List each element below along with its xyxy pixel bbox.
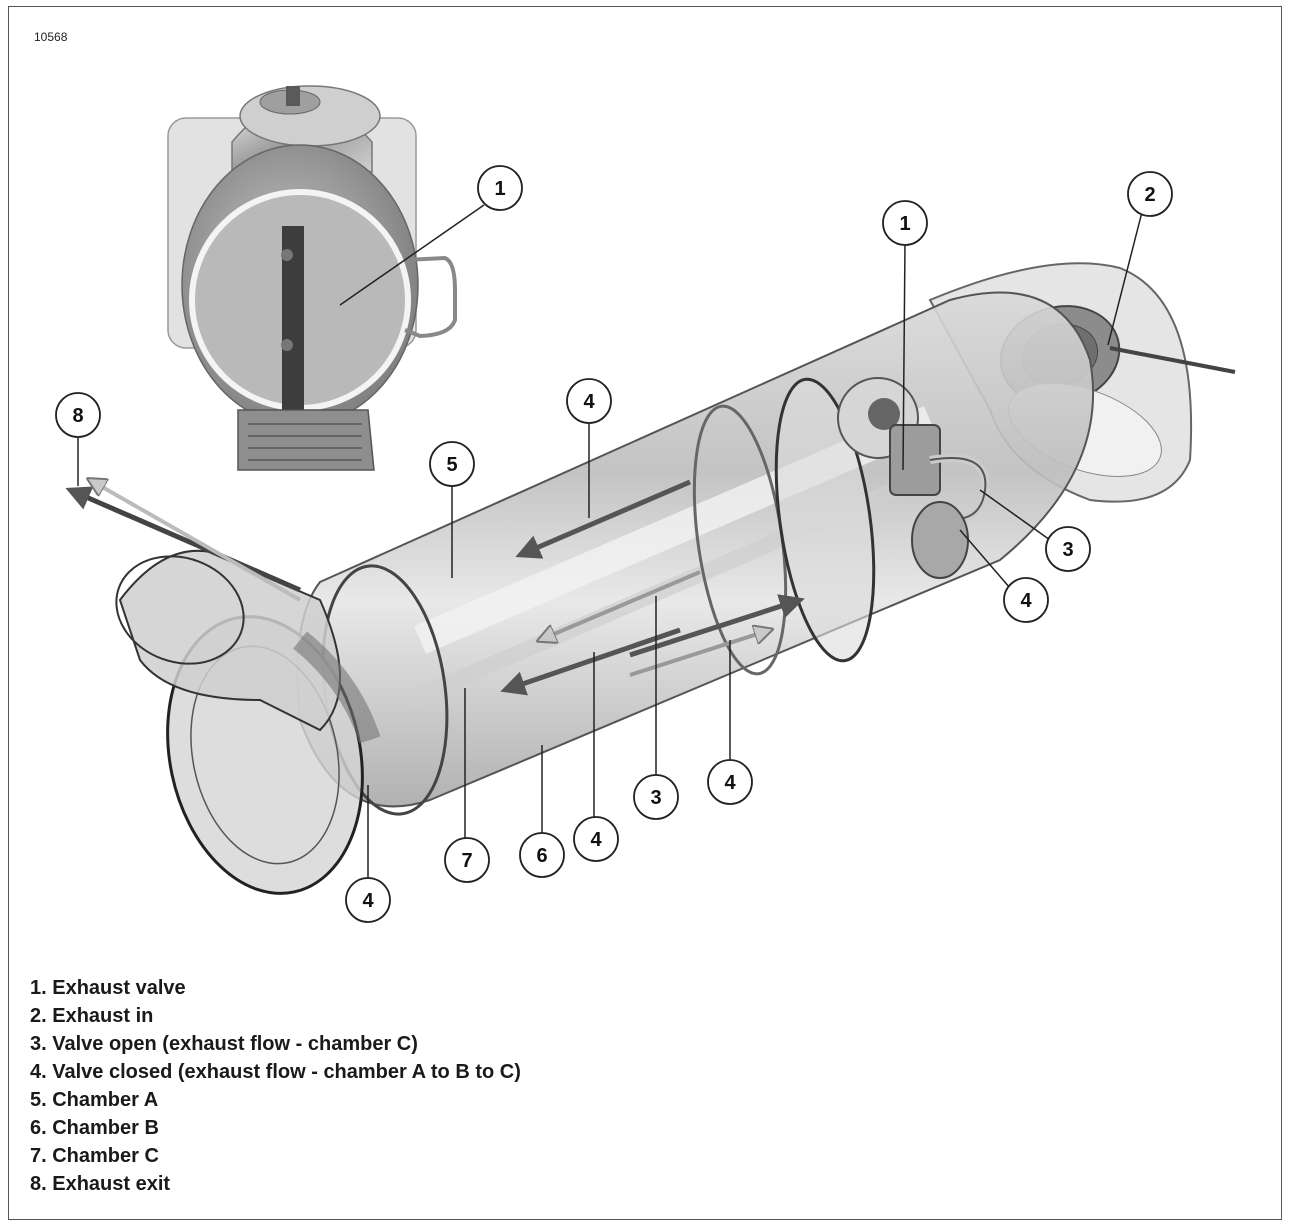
callout-4-bottom-left: 4 [345,877,391,923]
muffler-body [115,262,1236,895]
callout-4-bottom-mid: 4 [573,816,619,862]
legend-item: 6. Chamber B [30,1117,159,1139]
legend-item: 4. Valve closed (exhaust flow - chamber … [30,1061,521,1083]
legend: 1. Exhaust valve 2. Exhaust in 3. Valve … [30,974,521,1198]
callout-3-right-label: 3 [1062,539,1073,561]
callout-5: 5 [429,441,475,487]
callout-1-main-label: 1 [899,213,910,235]
callout-4-bottom-right: 4 [707,759,753,805]
callout-4-right-label: 4 [1020,590,1032,612]
callout-3-bottom-label: 3 [650,787,661,809]
callout-6-label: 6 [536,845,547,867]
flow-arrows [65,480,805,696]
legend-item: 1. Exhaust valve [30,977,186,999]
legend-item: 3. Valve open (exhaust flow - chamber C) [30,1033,418,1055]
callout-4-right: 4 [1003,577,1049,623]
callout-3-right: 3 [1045,526,1091,572]
callout-8: 8 [55,392,101,438]
legend-item: 7. Chamber C [30,1145,159,1167]
callout-3-bottom: 3 [633,774,679,820]
callout-7: 7 [444,837,490,883]
callout-4-bottom-mid-label: 4 [590,829,602,851]
callout-6: 6 [519,832,565,878]
callout-1-inset: 1 [477,165,523,211]
legend-item: 2. Exhaust in [30,1005,154,1027]
callout-2-label: 2 [1144,184,1155,206]
callout-2: 2 [1127,171,1173,217]
callout-4-top-label: 4 [583,391,595,413]
figure-id: 10568 [34,30,68,44]
callout-1-main: 1 [882,200,928,246]
leader-lines [77,204,1143,880]
legend-item: 5. Chamber A [30,1089,159,1111]
callout-4-bottom-left-label: 4 [362,890,374,912]
legend-item: 8. Exhaust exit [30,1173,171,1195]
callout-4-top: 4 [566,378,612,424]
valve-inset [167,85,457,471]
callout-5-label: 5 [446,454,457,476]
callout-4-bottom-right-label: 4 [724,772,736,794]
callout-7-label: 7 [461,850,472,872]
callout-8-label: 8 [72,405,83,427]
callout-1-inset-label: 1 [494,178,505,200]
